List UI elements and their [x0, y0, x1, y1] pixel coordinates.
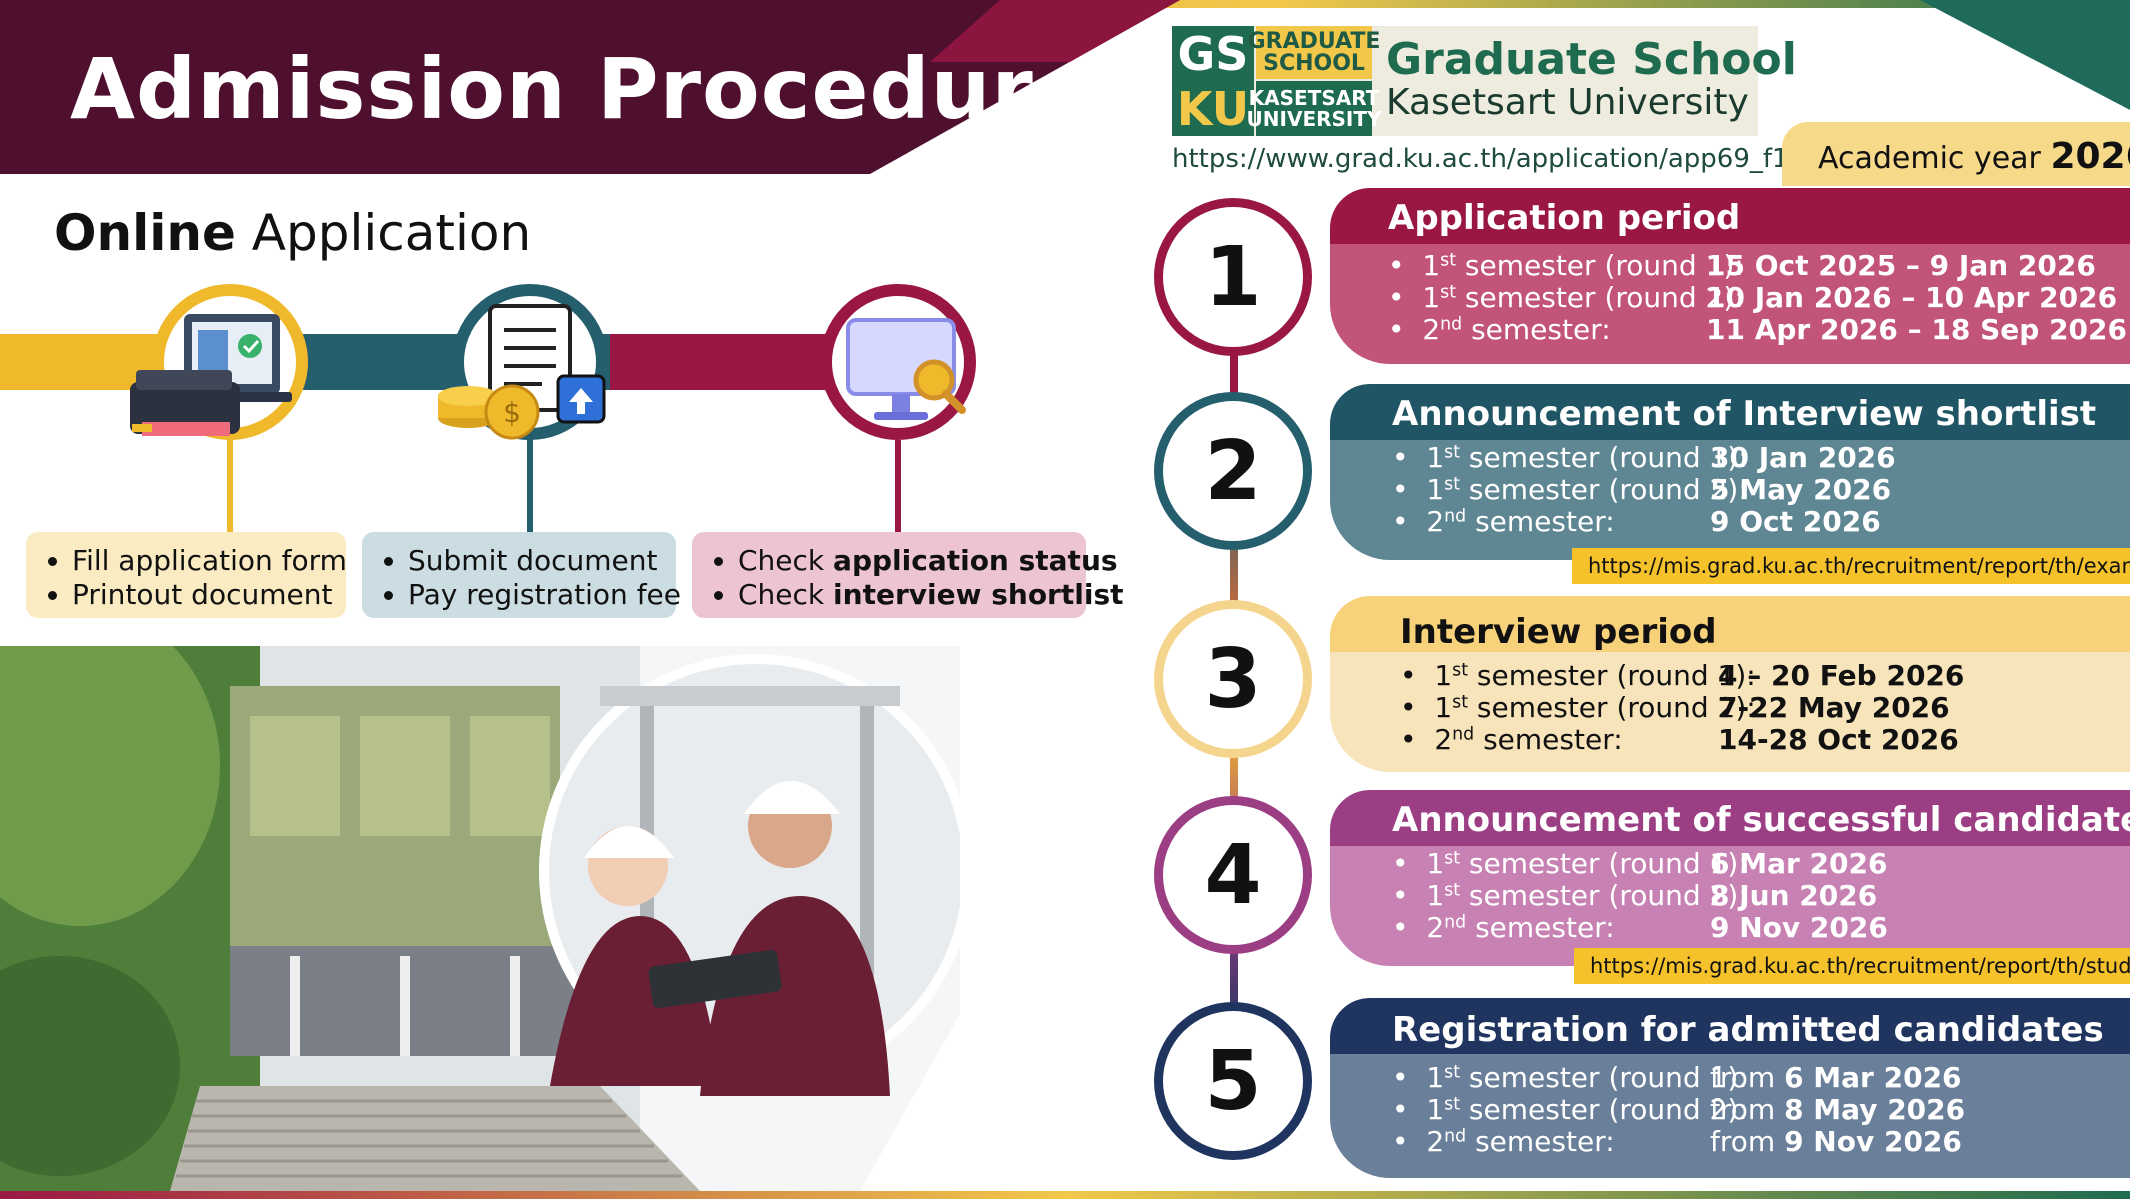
step-row: • 1st semester (round 1):: [1392, 441, 1748, 474]
photo-corner-shape: [860, 660, 1160, 1191]
step-row: • 1st semester (round 2):: [1388, 281, 1744, 314]
svg-text:$: $: [503, 396, 521, 429]
step4-body: [1330, 846, 2130, 966]
step-row: • 2nd semester:: [1388, 313, 1611, 346]
logo-gs-mark: GS: [1172, 26, 1254, 81]
stage2-item: Submit document: [408, 544, 658, 578]
step3-number: 3: [1154, 600, 1312, 758]
header-corner-decor: [1920, 0, 2130, 110]
stage3-item: Check interview shortlist: [738, 578, 1124, 612]
stage2-box: Submit document Pay registration fee: [362, 532, 681, 618]
step1-title: Application period: [1388, 198, 1741, 238]
monitor-magnifier-icon: [846, 318, 966, 420]
step-row-value: 30 Jan 2026: [1710, 441, 1896, 474]
step-row: • 2nd semester:: [1392, 1125, 1615, 1158]
logo-gs-label: GRADUATE SCHOOL: [1248, 26, 1380, 79]
bottom-gold-stripe: [0, 1191, 2130, 1199]
step5-body: [1330, 1054, 2130, 1178]
step-row-value: 9 Nov 2026: [1710, 911, 1888, 944]
shortlist-report-link[interactable]: https://mis.grad.ku.ac.th/recruitment/re…: [1572, 548, 2130, 584]
step-row-value: 14-28 Oct 2026: [1718, 723, 1959, 756]
step-row-value: from 9 Nov 2026: [1710, 1125, 1962, 1158]
step-row-value: 4 – 20 Feb 2026: [1718, 659, 1965, 692]
stage2-connector: [527, 420, 533, 532]
step-row-value: from 8 May 2026: [1710, 1093, 1966, 1126]
stage1-connector: [227, 420, 233, 532]
step1-number: 1: [1154, 198, 1312, 356]
stage3-list: Check application status Check interview…: [710, 544, 1124, 612]
school-name: Graduate School: [1386, 34, 1797, 85]
step2-body: [1330, 440, 2130, 560]
step1-header: [1330, 188, 2130, 246]
step2-number: 2: [1154, 392, 1312, 550]
step-row-value: 11 Apr 2026 – 18 Sep 2026: [1706, 313, 2127, 346]
step-row: • 2nd semester:: [1392, 505, 1615, 538]
university-name: Kasetsart University: [1386, 82, 1749, 123]
step4-number: 4: [1154, 796, 1312, 954]
step-row: • 1st semester (round 1):: [1388, 249, 1744, 282]
academic-year-label: Academic year 2026: [1818, 136, 2130, 177]
step-row-value: 6 Mar 2026: [1710, 847, 1888, 880]
document-coins-upload-icon: $: [438, 304, 606, 440]
stage1-item: Fill application form: [72, 544, 347, 578]
step-row: • 1st semester (round 1):: [1392, 1061, 1748, 1094]
logo-ku-mark: KU: [1172, 81, 1254, 136]
step-row: • 2nd semester:: [1392, 911, 1615, 944]
header-banner: [0, 0, 1180, 174]
step-row: • 1st semester (round 2):: [1392, 1093, 1748, 1126]
step2-header: [1330, 384, 2130, 442]
online-bold: Online: [54, 204, 236, 262]
step-row: • 1st semester (round 2):: [1392, 473, 1748, 506]
step4-title: Announcement of successful candidates: [1392, 800, 2130, 840]
step3-rows: • 1st semester (round 1): 4 – 20 Feb 202…: [1400, 660, 2120, 760]
step-row: • 1st semester (round 2):: [1392, 879, 1748, 912]
step-row-value: 15 Oct 2025 – 9 Jan 2026: [1706, 249, 2096, 282]
stage2-list: Submit document Pay registration fee: [380, 544, 681, 612]
step-row: • 2nd semester:: [1400, 723, 1623, 756]
academic-year-text: Academic year: [1818, 141, 2041, 176]
printer-laptop-icon: [130, 314, 292, 436]
stage2-item: Pay registration fee: [408, 578, 681, 612]
stage1-box: Fill application form Printout document: [26, 532, 347, 618]
stage1-list: Fill application form Printout document: [44, 544, 347, 612]
application-text: Application: [235, 204, 532, 262]
step-row-value: 9 Oct 2026: [1710, 505, 1881, 538]
step-row-value: 5 May 2026: [1710, 473, 1892, 506]
step-row: • 1st semester (round 1):: [1400, 659, 1756, 692]
step4-header: [1330, 790, 2130, 848]
step2-title: Announcement of Interview shortlist: [1392, 394, 2097, 434]
academic-year-value: 2026: [2050, 136, 2130, 177]
step-row-value: 8 Jun 2026: [1710, 879, 1878, 912]
step5-header: [1330, 998, 2130, 1056]
graduate-school-logo: GS KU GRADUATE SCHOOL KASETSART UNIVERSI…: [1172, 26, 1797, 136]
step5-number: 5: [1154, 1002, 1312, 1160]
stage3-connector: [895, 440, 901, 532]
step2-rows: • 1st semester (round 1): 30 Jan 2026 • …: [1392, 442, 2112, 542]
online-application-heading: Online Application: [54, 204, 531, 262]
academic-year-badge: Academic year 2026: [1782, 122, 2130, 186]
successful-report-link[interactable]: https://mis.grad.ku.ac.th/recruitment/re…: [1574, 948, 2130, 984]
step3-body: [1330, 652, 2130, 772]
step3-title: Interview period: [1400, 612, 1717, 652]
step1-body: [1330, 244, 2130, 364]
step4-rows: • 1st semester (round 1): 6 Mar 2026 • 1…: [1392, 848, 2112, 948]
page-title: Admission Procedure: [70, 40, 1092, 138]
application-url-link[interactable]: https://www.grad.ku.ac.th/application/ap…: [1172, 144, 1798, 174]
step5-title: Registration for admitted candidates: [1392, 1010, 2104, 1050]
campus-building-photo: [0, 646, 960, 1191]
step-row-value: from 6 Mar 2026: [1710, 1061, 1962, 1094]
step5-rows: • 1st semester (round 1): from 6 Mar 202…: [1392, 1062, 2112, 1162]
step-row: • 1st semester (round 1):: [1392, 847, 1748, 880]
stage3-item: Check application status: [738, 544, 1118, 578]
stage1-item: Printout document: [72, 578, 332, 612]
step-row-value: 10 Jan 2026 – 10 Apr 2026: [1706, 281, 2118, 314]
step1-rows: • 1st semester (round 1): 15 Oct 2025 – …: [1388, 249, 2127, 350]
stage3-box: Check application status Check interview…: [692, 532, 1124, 618]
step-row: • 1st semester (round 2):: [1400, 691, 1756, 724]
step-row-value: 7-22 May 2026: [1718, 691, 1950, 724]
step3-header: [1330, 596, 2130, 654]
logo-ku-label: KASETSART UNIVERSITY: [1247, 81, 1381, 136]
